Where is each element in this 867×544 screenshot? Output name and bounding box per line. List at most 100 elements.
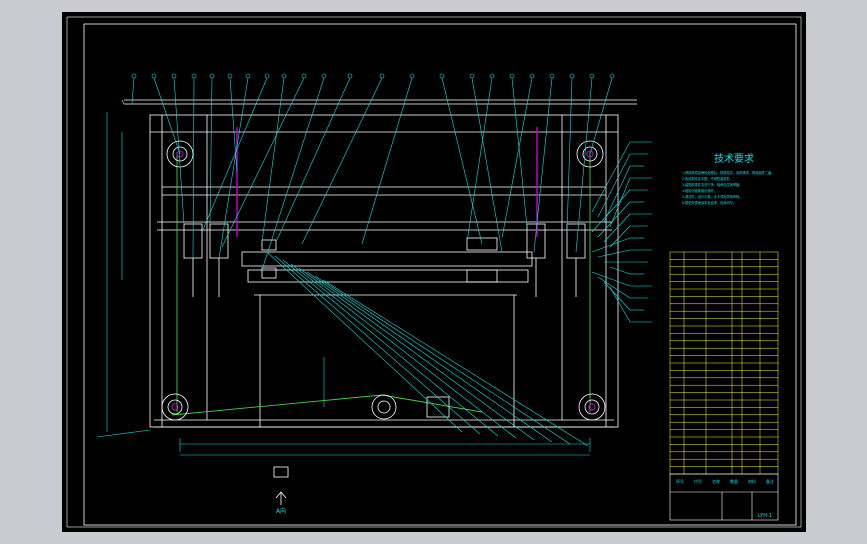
tech-note-line: 1.焊接零件经喷砂处理后，除锈至亮，涂防锈漆，再涂面漆二遍。 [682, 170, 774, 175]
bom-header-label: 代号 [694, 478, 702, 484]
part-balloon [321, 73, 327, 79]
leader-lines [131, 77, 652, 447]
leader-line [591, 141, 631, 213]
title-block-header: 序号 代号 名称 数量 材料 备注 [676, 478, 774, 484]
tech-note-line: 5.调试时，运行平稳，无卡滞及异常声响。 [682, 194, 742, 199]
part-balloon [171, 73, 177, 79]
cad-viewport[interactable]: A向 技术要求 1.焊接零件经喷砂处理后，除锈至亮，涂防锈漆，再涂面漆二遍。2.… [62, 12, 806, 532]
leader-line [221, 77, 305, 248]
leader-line [229, 77, 238, 173]
leader-line [575, 77, 593, 253]
part-balloon [264, 73, 270, 79]
leader-line [597, 249, 631, 258]
leader-line [209, 77, 213, 225]
drawing-border-outer [66, 16, 802, 528]
leader-line [603, 213, 631, 243]
leader-line [201, 77, 268, 233]
leader-line [192, 77, 195, 259]
leader-line [471, 77, 503, 253]
leader-line [361, 77, 413, 245]
tech-title: 技术要求 [714, 152, 754, 165]
drawing-number: LYH-1 [758, 513, 772, 519]
leader-line [314, 275, 571, 445]
part-balloon [191, 73, 197, 79]
leader-line [266, 251, 463, 433]
leader-line [501, 77, 533, 239]
tech-note-line: 3.装配前零件清洗干净，轴承加注润滑脂。 [682, 182, 742, 187]
guide-posts [236, 127, 538, 237]
leader-line [589, 77, 613, 155]
leader-line [274, 255, 481, 435]
leader-line [131, 77, 135, 105]
leader-line [597, 153, 631, 218]
sprocket-hubs [171, 150, 596, 411]
bom-header-label: 名称 [712, 478, 720, 484]
leader-line [609, 177, 631, 228]
part-balloon [589, 73, 595, 79]
leader-line [603, 165, 631, 223]
leader-line [511, 77, 528, 228]
part-balloon [347, 73, 353, 79]
part-balloon [569, 73, 575, 79]
title-block [669, 473, 779, 521]
part-balloon [549, 73, 555, 79]
leader-line [261, 77, 325, 271]
leader-line [306, 271, 553, 443]
machine-frame [124, 99, 637, 428]
bom-header-label: 序号 [676, 478, 684, 484]
bom-header-label: 数量 [730, 478, 738, 484]
leader-line [153, 77, 181, 155]
leader-line [609, 225, 631, 248]
leader-line [609, 286, 631, 323]
part-balloon [245, 73, 251, 79]
part-balloon [301, 73, 307, 79]
leader-line [322, 279, 589, 447]
view-mark [273, 466, 289, 505]
leader-line [566, 77, 573, 233]
leader-line [218, 77, 249, 259]
tech-note-line: 4.链轮与链条啮合良好。 [682, 188, 717, 193]
part-balloon [379, 73, 385, 79]
leader-line [261, 77, 285, 243]
leader-line [173, 77, 185, 225]
part-balloon [489, 73, 495, 79]
bom-header-label: 材料 [748, 478, 756, 484]
part-balloon [469, 73, 475, 79]
tech-note-line: 2.各结构件应平整，不得扭曲变形。 [682, 176, 733, 181]
leader-line [533, 77, 553, 253]
part-balloon [227, 73, 233, 79]
part-balloon [439, 73, 445, 79]
leader-line [290, 263, 517, 439]
part-balloon [151, 73, 157, 79]
drawing-border-inner [83, 23, 797, 526]
leader-line [609, 266, 631, 275]
drive-chain [121, 99, 591, 416]
cad-drawing: A向 技术要求 1.焊接零件经喷砂处理后，除锈至亮，涂防锈漆，再涂面漆二遍。2.… [66, 16, 802, 528]
bom-table [669, 251, 779, 475]
part-balloon [409, 73, 415, 79]
part-balloons [131, 73, 615, 79]
sprockets [161, 140, 606, 421]
view-label: A向 [276, 507, 286, 515]
part-balloon [131, 73, 137, 79]
tech-note-line: 6.整机外表面涂灰色油漆，色泽均匀。 [682, 200, 736, 205]
leader-line [591, 237, 631, 253]
leader-line [597, 276, 631, 299]
leader-line [301, 77, 383, 245]
leader-line [591, 271, 631, 287]
part-balloon [209, 73, 215, 79]
leader-line [597, 201, 631, 238]
grippers [183, 223, 586, 297]
part-balloon [281, 73, 287, 79]
part-balloon [609, 73, 615, 79]
leader-line [282, 259, 499, 437]
leader-line [276, 77, 351, 241]
part-balloon [509, 73, 515, 79]
part-balloon [529, 73, 535, 79]
dimension-lines [96, 112, 591, 456]
leader-line [603, 281, 631, 311]
bom-header-label: 备注 [766, 478, 774, 484]
leader-line [441, 77, 483, 245]
leader-line [591, 189, 631, 233]
tech-notes: 1.焊接零件经喷砂处理后，除锈至亮，涂防锈漆，再涂面漆二遍。2.各结构件应平整，… [682, 170, 774, 205]
